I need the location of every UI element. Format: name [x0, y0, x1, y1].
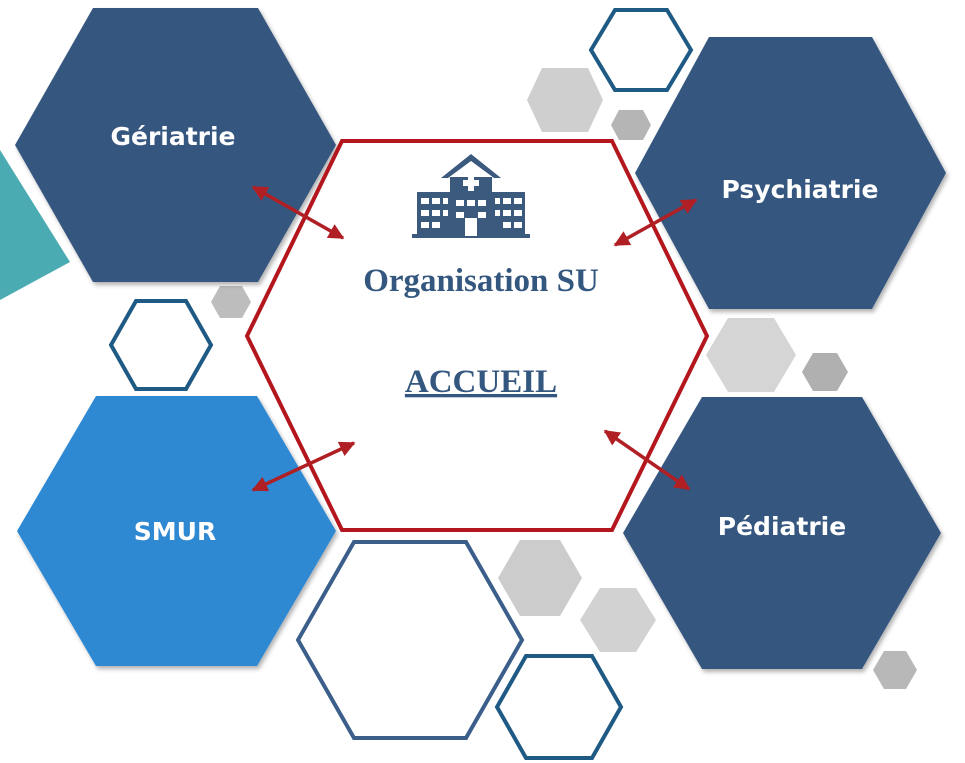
arrow-center-smur: [251, 441, 356, 492]
decorative-hexagon: [211, 286, 251, 318]
arrow-center-pediatrie: [603, 429, 691, 491]
decorative-hexagon: [706, 318, 796, 392]
decorative-hexagon: [527, 68, 603, 132]
node-geriatrie: Gériatrie: [15, 8, 336, 282]
center-subtitle: ACCUEIL: [405, 364, 557, 400]
pediatrie-hexagon: [623, 397, 941, 669]
pediatrie-label: Pédiatrie: [718, 512, 846, 541]
decorative-hexagon: [498, 540, 582, 616]
decorative-outline-hexagon: [108, 299, 214, 391]
decorative-outline-hexagon: [295, 540, 525, 740]
decorative-hexagon: [611, 110, 651, 140]
geriatrie-label: Gériatrie: [110, 122, 235, 151]
decorative-outline-hexagon: [588, 8, 694, 92]
psychiatrie-label: Psychiatrie: [722, 175, 879, 204]
smur-label: SMUR: [134, 517, 216, 546]
node-pediatrie: Pédiatrie: [623, 397, 941, 669]
decorative-hexagon: [802, 353, 848, 391]
node-psychiatrie: Psychiatrie: [635, 37, 946, 309]
center-title: Organisation SU: [363, 263, 599, 299]
decorative-teal-shape: [0, 150, 70, 300]
center-node: Organisation SU ACCUEIL: [244, 139, 710, 532]
decorative-outline-hexagon: [494, 654, 624, 760]
decorative-hexagon: [873, 651, 917, 689]
arrow-center-psychiatrie: [613, 198, 698, 247]
hospital-icon: [412, 154, 530, 238]
center-hexagon: [244, 139, 710, 532]
arrow-center-geriatrie: [251, 185, 345, 240]
node-smur: SMUR: [17, 396, 336, 666]
psychiatrie-hexagon: [635, 37, 946, 309]
decorative-hexagon: [580, 588, 656, 652]
